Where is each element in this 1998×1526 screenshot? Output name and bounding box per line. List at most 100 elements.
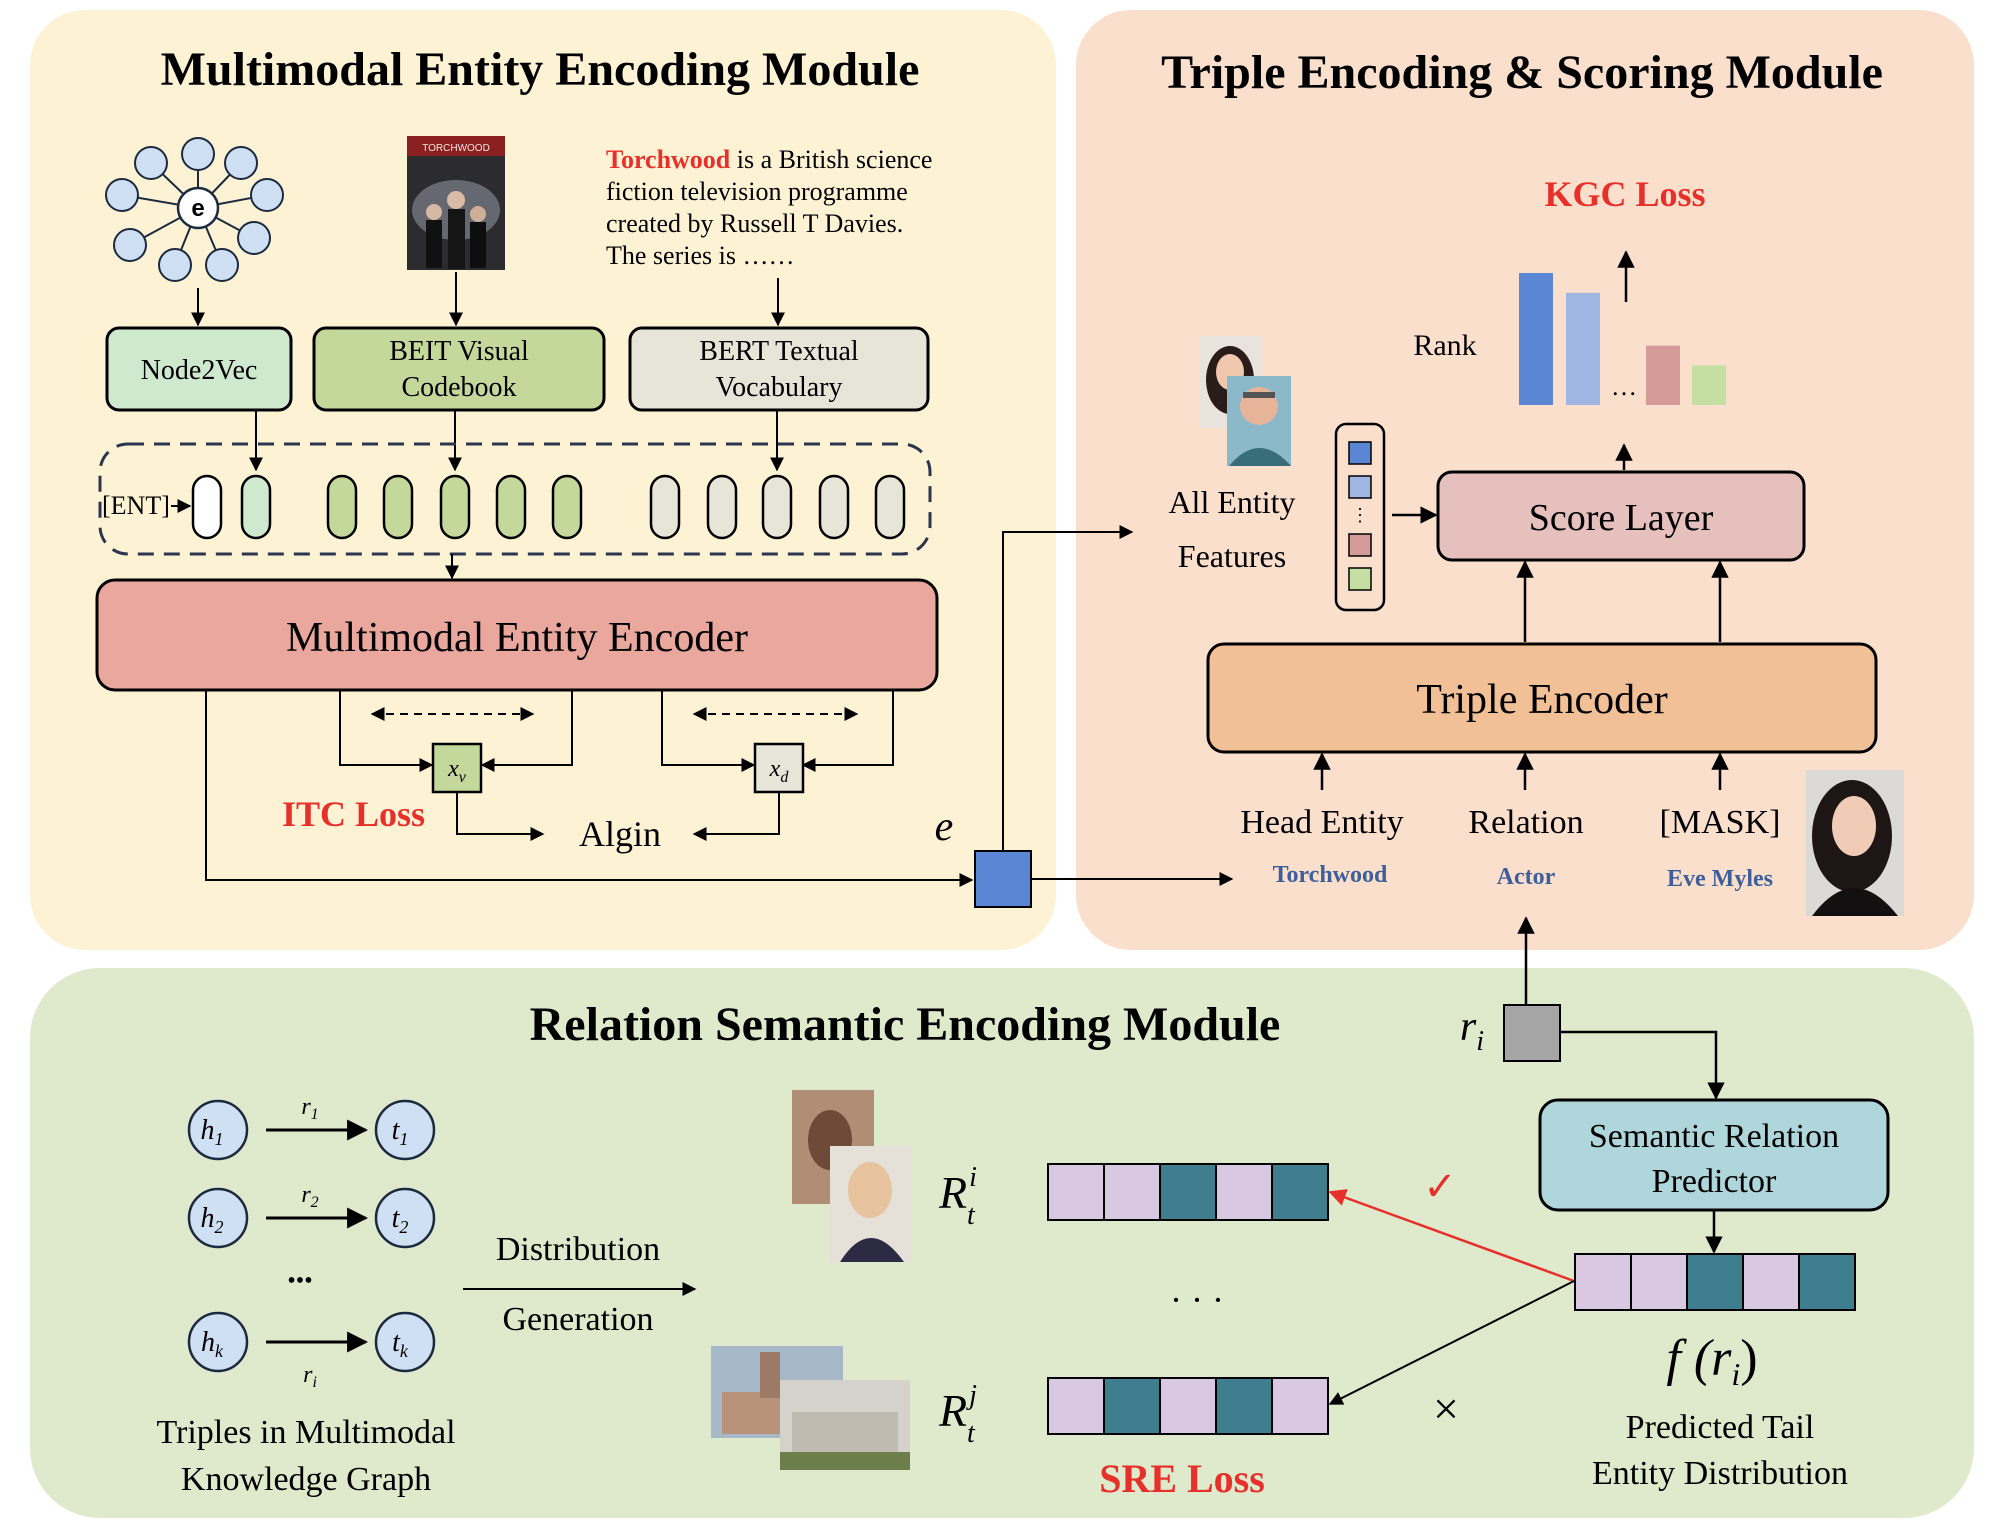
feature-pink [1348,533,1372,557]
token-embedding [761,474,793,540]
token-embedding [191,474,223,540]
distribution-cell [1630,1253,1688,1311]
triples-caption-2: Knowledge Graph [181,1461,431,1498]
node2vec-box [105,326,293,412]
relation-label-main: r [303,1362,313,1388]
rank-label: Rank [1413,329,1476,362]
distribution-label-2: Generation [502,1301,653,1338]
tail-label-main: t [392,1327,401,1358]
entity-graph: e [105,137,284,282]
distribution-cell [1103,1163,1161,1221]
graph-node [134,146,168,180]
e-to-all-entity [1002,525,1134,851]
feature-blue-1 [1348,441,1372,465]
poster-title: TORCHWOOD [422,143,490,154]
relation-label-sub: 1 [311,1106,319,1123]
distribution-cell [1686,1253,1744,1311]
feature-blue-2 [1348,475,1372,499]
mee-title: Multimodal Entity Encoding Module [161,43,920,96]
xv-left-path [339,690,434,772]
token-embedding [874,474,906,540]
head-label: h1 [201,1115,224,1149]
distribution-cell [1047,1377,1105,1435]
xd-right-path [801,690,894,772]
graph-node [250,178,284,212]
tail-label-main: t [392,1115,401,1146]
cross-mark: × [1433,1383,1459,1434]
e-label: e [935,804,954,850]
align-label: Algin [579,814,661,854]
score-layer-label: Score Layer [1529,497,1714,539]
xd-sub: d [780,769,789,786]
rse-title: Relation Semantic Encoding Module [530,998,1281,1051]
distribution-cell [1215,1163,1273,1221]
head-label-main: h [201,1115,215,1146]
beit-label-2: Codebook [401,372,516,403]
mask-value: Eve Myles [1667,866,1773,892]
rtj-label: R [938,1385,967,1436]
description-line-3: created by Russell T Davies. [606,209,903,238]
predicted-to-rti-arrow [1328,1189,1575,1283]
distribution-cell [1798,1253,1856,1311]
tail-label: t2 [392,1203,409,1237]
triples-dots: ••• [287,1268,312,1294]
mask-label: [MASK] [1660,804,1781,841]
multimodal-entity-encoder [95,578,939,692]
rti-images [792,1090,912,1262]
bert-box [628,326,930,412]
head-label-sub: 1 [215,1129,224,1149]
relation-label: r2 [301,1182,318,1211]
bert-label-1: BERT Textual [699,336,859,367]
bert-label-2: Vocabulary [716,372,843,403]
distribution-label-1: Distribution [496,1231,660,1268]
triple-encoder [1206,642,1878,754]
rank-bar [1646,345,1680,405]
head-label-sub: 2 [215,1217,224,1237]
tail-node [374,1311,436,1373]
tail-label-sub: k [400,1341,409,1361]
feature-vdots: ⋮ [1351,505,1369,525]
rank-bar [1566,292,1600,405]
check-mark: ✓ [1423,1164,1457,1209]
distribution-cell [1215,1377,1273,1435]
relation-embedding-square [1503,1004,1561,1062]
graph-node [205,248,239,282]
distribution-cell [1742,1253,1800,1311]
predictor-label-1: Semantic Relation [1589,1118,1839,1155]
rti-label: R [938,1167,967,1218]
tail-node [374,1099,436,1161]
triple-encoder-label: Triple Encoder [1416,677,1668,723]
itc-loss-label: ITC Loss [282,794,425,834]
rank-bar [1519,273,1553,405]
token-embedding [649,474,681,540]
f-ri-close: ) [1740,1330,1757,1387]
svg-text:Rjt: Rjt [938,1380,977,1449]
svg-text:Torchwood is a British science: Torchwood is a British science [606,145,932,174]
description-line-1: is a British science [730,145,932,174]
description-line-2: fiction television programme [606,177,908,206]
tail-label: tk [392,1327,409,1361]
rtj-distribution [1047,1377,1329,1435]
node2vec-label: Node2Vec [141,355,258,386]
entity-embedding-square [974,850,1032,908]
rank-bar [1692,365,1726,405]
relation-label-sub: i [312,1374,316,1391]
rti-distribution [1047,1163,1329,1221]
token-embedding [551,474,583,540]
sre-loss-label: SRE Loss [1099,1456,1265,1501]
distribution-cell [1103,1377,1161,1435]
token-embedding [240,474,272,540]
xd-to-align [692,792,780,841]
poster-image: TORCHWOOD [407,136,505,270]
graph-node [237,221,271,255]
graph-node [224,146,258,180]
feature-column [1334,422,1386,612]
description-highlight: Torchwood [606,145,731,174]
head-label: hk [201,1327,224,1361]
distribution-cell [1159,1377,1217,1435]
relation-label: r1 [301,1094,318,1123]
graph-node [105,178,139,212]
svg-text:ri: ri [1460,1004,1484,1057]
